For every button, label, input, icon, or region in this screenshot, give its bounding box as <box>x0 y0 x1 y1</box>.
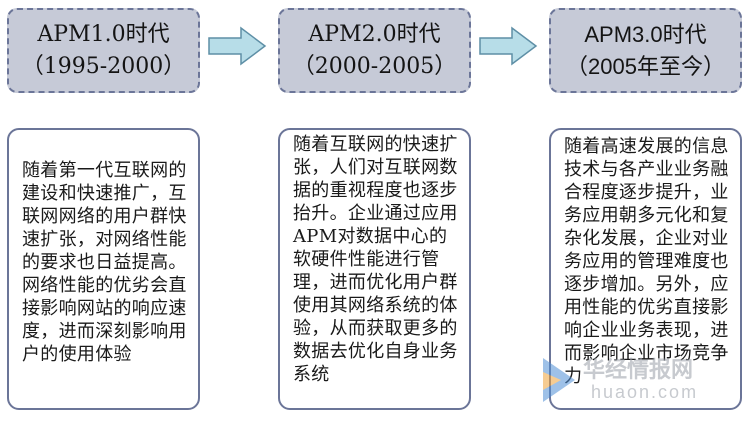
era-description-apm2: 随着互联网的快速扩张，人们对互联网数据的重视程度也逐步抬升。企业通过应用APM对… <box>278 128 471 410</box>
era-box-apm2: APM2.0时代 （2000-2005） <box>278 8 471 93</box>
watermark-url: huaon.com <box>591 382 699 402</box>
era-title-apm2: APM2.0时代 <box>308 21 441 47</box>
era-description-apm3: 随着高速发展的信息技术与各产业业务融合程度逐步提升，业务应用朝多元化和复杂化发展… <box>549 128 742 410</box>
era-box-apm1: APM1.0时代 （1995-2000） <box>7 8 200 93</box>
right-arrow-icon <box>479 26 538 66</box>
era-years-apm2: （2000-2005） <box>292 53 457 79</box>
era-years-apm3: （2005年至今） <box>566 53 725 79</box>
era-title-apm3: APM3.0时代 <box>584 21 707 47</box>
watermark: 华经情报网 huaon.com <box>539 352 739 410</box>
era-description-apm1: 随着第一代互联网的建设和快速推广，互联网网络的用户群快速扩张，对网络性能的要求也… <box>7 128 200 410</box>
watermark-name: 华经情报网 <box>583 357 694 382</box>
era-years-apm1: （1995-2000） <box>21 53 186 79</box>
era-title-apm1: APM1.0时代 <box>37 21 170 47</box>
right-arrow-icon <box>208 26 267 66</box>
era-box-apm3: APM3.0时代 （2005年至今） <box>549 8 742 93</box>
watermark-logo-icon <box>543 358 575 402</box>
